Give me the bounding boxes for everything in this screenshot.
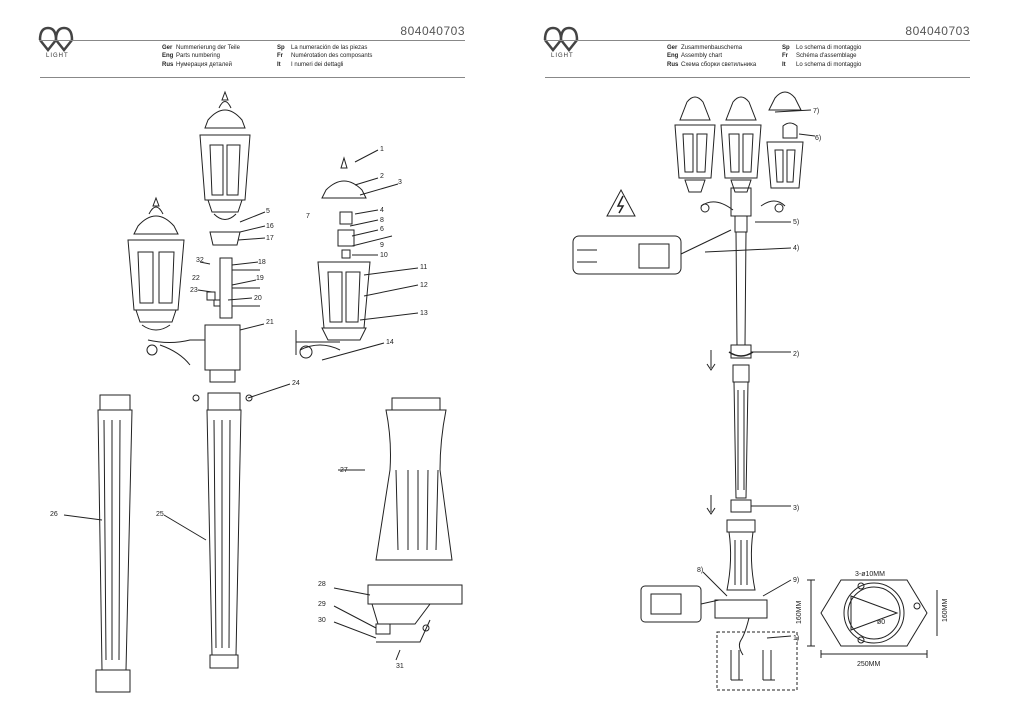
part-label-31: 31 — [396, 663, 404, 670]
part-label-4: 4 — [380, 207, 384, 214]
center-hub — [204, 257, 260, 383]
caption-divider — [40, 77, 465, 78]
part-label-20: 20 — [254, 295, 262, 302]
lantern-group — [674, 91, 804, 213]
part-label-23: 23 — [190, 287, 198, 294]
assembly-step-labels: 1) 2) 3) 4) 5) 6) 7) 8) 9) 3-ø10MM 250MM… — [697, 108, 949, 668]
part-label-24: 24 — [292, 380, 300, 387]
part-label-28: 28 — [318, 581, 326, 588]
pole-section-25 — [192, 392, 253, 669]
part-label-14: 14 — [386, 339, 394, 346]
part-label-18: 18 — [258, 259, 266, 266]
product-code: 804040703 — [905, 24, 970, 38]
part-label-32: 32 — [196, 257, 204, 264]
dimension-bolt-circle: 3-ø10MM — [855, 571, 885, 578]
dimension-radius: ø0 — [877, 619, 885, 626]
part-label-7: 7 — [306, 213, 310, 220]
brand-name: LIGHT — [551, 53, 574, 59]
step-label-2: 2) — [793, 351, 799, 358]
part-label-19: 19 — [256, 275, 264, 282]
part-label-21: 21 — [266, 319, 274, 326]
exploded-parts-drawing: 1 2 3 4 5 6 7 8 9 10 11 12 13 14 16 17 1… — [50, 90, 463, 693]
part-label-5: 5 — [266, 208, 270, 215]
product-code: 804040703 — [400, 24, 465, 38]
part-label-30: 30 — [318, 617, 326, 624]
step-label-8: 8) — [697, 567, 703, 574]
electric-warning-icon — [606, 188, 636, 217]
ground-foundation — [716, 617, 798, 691]
step-label-4: 4) — [793, 245, 799, 252]
lantern-left — [127, 196, 205, 366]
dimension-width: 250MM — [857, 661, 881, 668]
part-label-13: 13 — [420, 310, 428, 317]
part-label-26: 26 — [50, 511, 58, 518]
pole-section-26 — [95, 394, 133, 693]
part-label-27: 27 — [340, 467, 348, 474]
step-label-3: 3) — [793, 505, 799, 512]
part-label-9: 9 — [380, 242, 384, 249]
caption-divider — [545, 77, 970, 78]
base-27 — [367, 397, 463, 643]
header-divider — [40, 40, 465, 41]
header-divider — [545, 40, 970, 41]
part-label-2: 2 — [380, 173, 384, 180]
brand-name: LIGHT — [46, 53, 69, 59]
step-label-1: 1) — [793, 635, 799, 642]
part-label-10: 10 — [380, 252, 388, 259]
lantern-top — [199, 90, 251, 246]
assembled-pole — [714, 187, 768, 619]
part-label-25: 25 — [156, 511, 164, 518]
part-label-6: 6 — [380, 226, 384, 233]
step-label-5: 5) — [793, 219, 799, 226]
step-label-9: 9) — [793, 577, 799, 584]
part-label-17: 17 — [266, 235, 274, 242]
assembly-drawing: 1) 2) 3) 4) 5) 6) 7) 8) 9) 3-ø10MM 250MM… — [572, 91, 949, 691]
part-label-29: 29 — [318, 601, 326, 608]
part-label-8: 8 — [380, 217, 384, 224]
dimension-side-right: 160MM — [942, 598, 949, 622]
wiring-terminal-detail — [572, 229, 732, 275]
step-label-6: 6) — [815, 135, 821, 142]
dimension-side-left: 160MM — [796, 600, 803, 624]
base-wiring-detail — [640, 585, 720, 623]
part-label-16: 16 — [266, 223, 274, 230]
part-label-11: 11 — [420, 264, 427, 271]
part-label-12: 12 — [420, 282, 428, 289]
part-label-3: 3 — [398, 179, 402, 186]
part-label-1: 1 — [380, 146, 384, 153]
part-number-labels: 1 2 3 4 5 6 7 8 9 10 11 12 13 14 16 17 1… — [50, 146, 428, 670]
step-label-7: 7) — [813, 108, 819, 115]
side-lantern — [295, 156, 371, 359]
part-label-22: 22 — [192, 275, 200, 282]
flange-plan-view — [807, 579, 938, 658]
